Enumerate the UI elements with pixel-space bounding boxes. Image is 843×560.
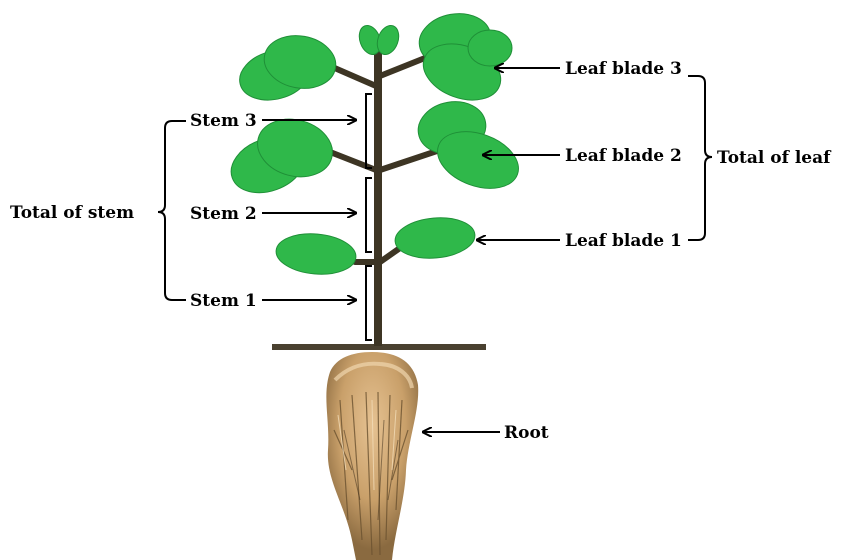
leaf-blade-2 — [414, 96, 526, 198]
stem-segment-brackets — [366, 94, 372, 340]
total-stem-label: Total of stem — [10, 203, 134, 223]
leaf2-label: Leaf blade 2 — [565, 146, 682, 166]
root-illustration — [326, 352, 418, 560]
total-leaf-brace — [688, 76, 712, 240]
stem1-label: Stem 1 — [190, 291, 257, 311]
leaf-upper-left — [234, 30, 340, 107]
stem3-label: Stem 3 — [190, 111, 257, 131]
leaf1-label: Leaf blade 1 — [565, 231, 682, 251]
root-label: Root — [504, 423, 549, 443]
total-leaf-label: Total of leaf — [717, 148, 832, 168]
stem2-label: Stem 2 — [190, 204, 257, 224]
main-stem — [374, 52, 382, 346]
leaf3-label: Leaf blade 3 — [565, 59, 682, 79]
leaf-blade-3 — [415, 8, 512, 110]
total-stem-brace — [158, 121, 186, 300]
